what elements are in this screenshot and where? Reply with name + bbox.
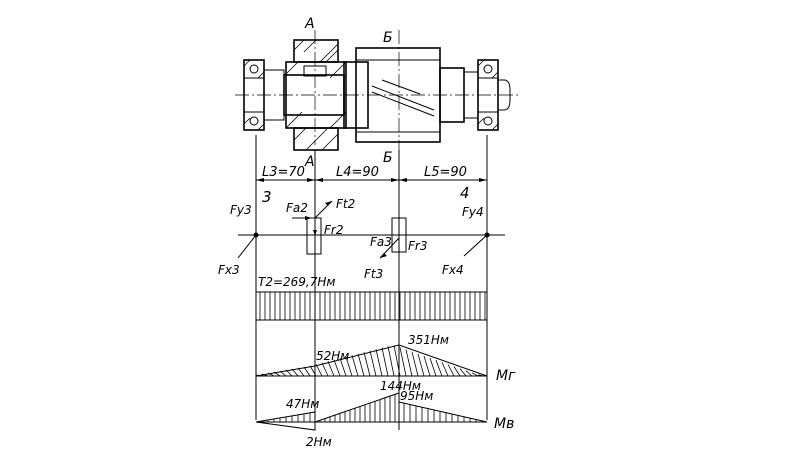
hatch-line <box>369 350 377 377</box>
hatch-line <box>447 364 455 377</box>
support-4-label: 4 <box>460 184 470 202</box>
force-fx4: Fx4 <box>442 263 464 277</box>
hatch-line <box>357 353 365 377</box>
hatch-line <box>405 349 413 377</box>
mg-hatching <box>255 345 485 377</box>
hatch-line <box>441 362 449 377</box>
moment-mv-diagram: 47Нм 2Нм 144Нм 95Нм Мв <box>255 379 514 449</box>
hatch-line <box>309 365 317 377</box>
hatch-line <box>375 349 383 377</box>
force-fy3: Fy3 <box>230 203 252 217</box>
hatch-line <box>423 355 431 377</box>
mv-value-a: 47Нм <box>286 397 319 411</box>
hatch-line <box>273 371 281 377</box>
hatch-line <box>345 356 353 377</box>
force-fr2: Fr2 <box>324 223 343 237</box>
gear-2-body <box>306 217 322 255</box>
hatch-line <box>351 355 359 377</box>
moment-mg-diagram: 52Нм 351Нм Мг <box>255 333 516 384</box>
mv-label: Мв <box>494 416 514 432</box>
mv-polygon-mid <box>314 392 400 423</box>
hatch-line <box>459 368 467 377</box>
hatch-line <box>399 347 407 377</box>
span-l3: L3=70 <box>262 165 305 180</box>
fx4-arrow <box>463 234 488 257</box>
hatch-line <box>393 345 401 377</box>
hatch-line <box>363 352 371 377</box>
force-ft3: Ft3 <box>364 267 383 281</box>
gear-hub-a <box>285 39 347 151</box>
force-fa2: Fa2 <box>286 201 308 215</box>
hatch-line <box>333 359 341 377</box>
span-l4: L4=90 <box>336 165 379 180</box>
mg-value-a: 52Нм <box>316 349 349 363</box>
mg-label: Мг <box>496 368 516 384</box>
hatch-line <box>315 364 323 377</box>
force-fx3: Fx3 <box>218 263 240 277</box>
torque-block <box>255 291 488 321</box>
hatch-line <box>291 368 299 377</box>
section-b-label-bottom: Б <box>383 150 393 166</box>
hatch-line <box>429 357 437 377</box>
hatch-line <box>261 373 269 377</box>
hatch-line <box>327 361 335 377</box>
dimension-lines: L3=70 L4=90 L5=90 3 4 <box>255 135 488 430</box>
mv-value-a2: 2Нм <box>306 435 332 449</box>
hatch-line <box>411 351 419 377</box>
shaft-assembly: А Б А Б <box>235 16 520 170</box>
mv-value-b1: 144Нм <box>380 379 421 393</box>
mg-value-b: 351Нм <box>408 333 449 347</box>
shaft-end <box>498 79 511 111</box>
force-ft2: Ft2 <box>336 197 355 211</box>
span-l5: L5=90 <box>424 165 467 180</box>
hatch-line <box>267 372 275 377</box>
support-3-label: 3 <box>262 188 272 206</box>
hatch-line <box>387 346 395 377</box>
force-scheme: Fy3 Fx3 Fa2 Ft2 Fr2 Fa3 Fr3 Ft3 Fy4 Fx4 <box>218 197 505 281</box>
hatch-line <box>321 362 329 377</box>
torque-hatching <box>259 292 486 320</box>
hatch-line <box>339 358 347 377</box>
force-fy4: Fy4 <box>462 205 484 219</box>
force-fa3: Fa3 <box>370 235 392 249</box>
hatch-line <box>255 374 263 377</box>
hatch-line <box>297 367 305 377</box>
hatch-line <box>477 374 485 377</box>
section-b-label-top: Б <box>383 30 393 46</box>
hatch-line <box>465 370 473 377</box>
mg-polygon <box>255 344 488 377</box>
hatch-line <box>435 360 443 377</box>
hatch-line <box>381 347 389 377</box>
force-fr3: Fr3 <box>408 239 427 253</box>
right-bearing <box>477 59 499 131</box>
hatch-line <box>279 370 287 377</box>
torque-label: T2=269,7Нм <box>258 275 335 289</box>
hatch-line <box>285 369 293 377</box>
mv-polygon-right <box>398 401 488 423</box>
left-bearing <box>243 59 285 131</box>
hatch-line <box>453 366 461 377</box>
mv-value-b2: 95Нм <box>400 389 433 403</box>
hatch-line <box>417 353 425 377</box>
hatch-line <box>471 372 479 377</box>
mv-hatching <box>261 394 483 422</box>
section-a-label-bottom: А <box>304 154 315 170</box>
mv-polygon-left <box>255 411 316 431</box>
torque-diagram: T2=269,7Нм <box>255 275 488 321</box>
fx3-arrow <box>237 234 257 259</box>
hatch-line <box>303 366 311 377</box>
section-a-label-top: А <box>304 16 315 32</box>
